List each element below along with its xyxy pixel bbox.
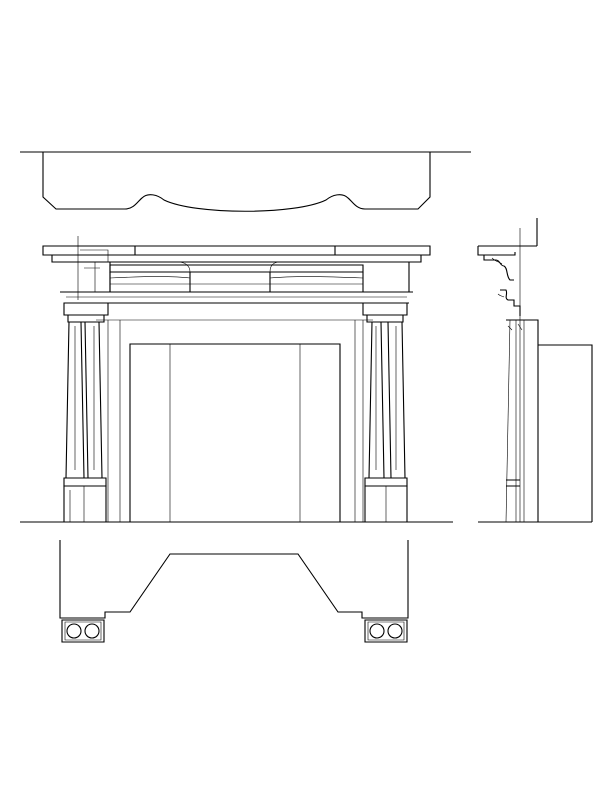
front-elevation-view (20, 236, 453, 522)
side-section-view (478, 218, 592, 522)
bottom-plan-view (60, 540, 408, 642)
top-plan-view (20, 152, 471, 211)
